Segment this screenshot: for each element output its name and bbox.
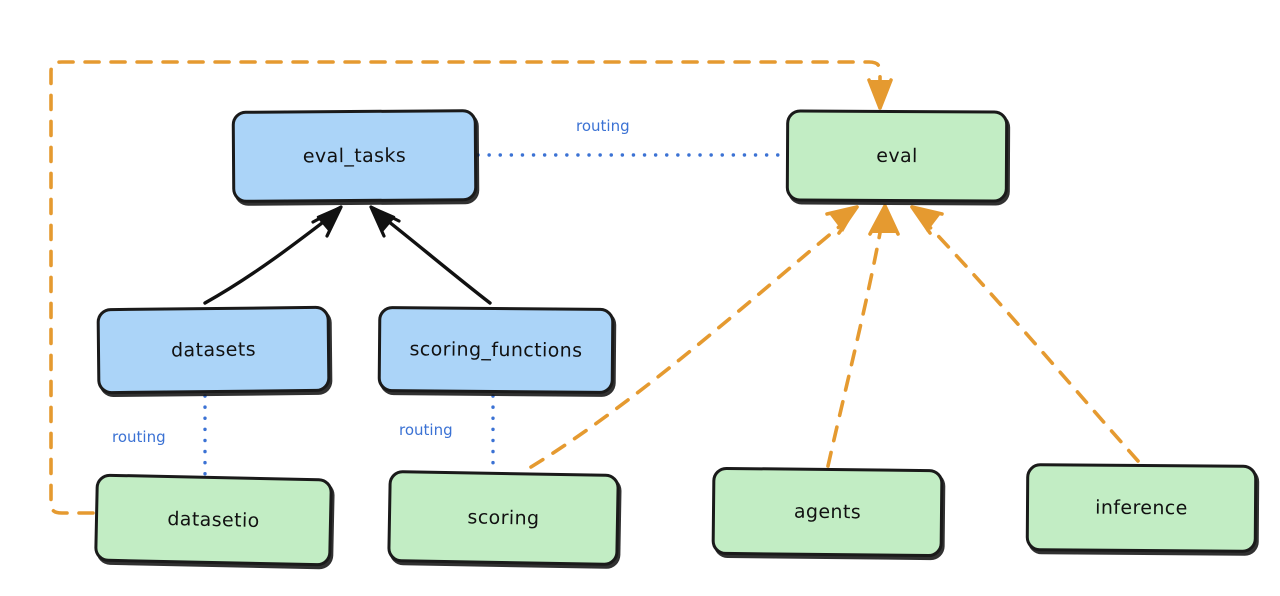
node-label: eval_tasks bbox=[302, 144, 407, 168]
node-eval-tasks[interactable]: eval_tasks bbox=[231, 109, 478, 203]
node-scoring-functions[interactable]: scoring_functions bbox=[377, 305, 615, 395]
edge-datasetio-to-eval-dependency bbox=[49, 60, 893, 515]
node-label: eval bbox=[876, 144, 918, 168]
node-label: datasets bbox=[170, 338, 257, 362]
edge-datasets-to-eval-tasks bbox=[203, 205, 343, 305]
edge-agents-to-eval-dependency bbox=[826, 204, 900, 468]
node-label: inference bbox=[1095, 496, 1188, 520]
node-scoring[interactable]: scoring bbox=[387, 469, 620, 567]
node-datasetio[interactable]: datasetio bbox=[94, 473, 333, 567]
node-label: scoring bbox=[467, 506, 540, 530]
node-agents[interactable]: agents bbox=[711, 466, 944, 558]
node-label: datasetio bbox=[167, 508, 260, 532]
edge-scoring-to-eval-dependency bbox=[529, 205, 859, 469]
node-datasets[interactable]: datasets bbox=[96, 305, 331, 395]
edge-scoring-functions-to-eval-tasks bbox=[369, 205, 492, 305]
edge-label-routing-datasets-datasetio: routing bbox=[112, 428, 166, 446]
edge-label-routing-scoring-functions-scoring: routing bbox=[399, 421, 453, 439]
node-label: scoring_functions bbox=[409, 338, 583, 362]
node-label: agents bbox=[793, 500, 862, 524]
edge-label-routing-eval-tasks-eval: routing bbox=[576, 117, 630, 135]
node-eval[interactable]: eval bbox=[785, 109, 1009, 203]
edge-inference-to-eval-dependency bbox=[910, 205, 1140, 463]
node-inference[interactable]: inference bbox=[1025, 463, 1258, 553]
